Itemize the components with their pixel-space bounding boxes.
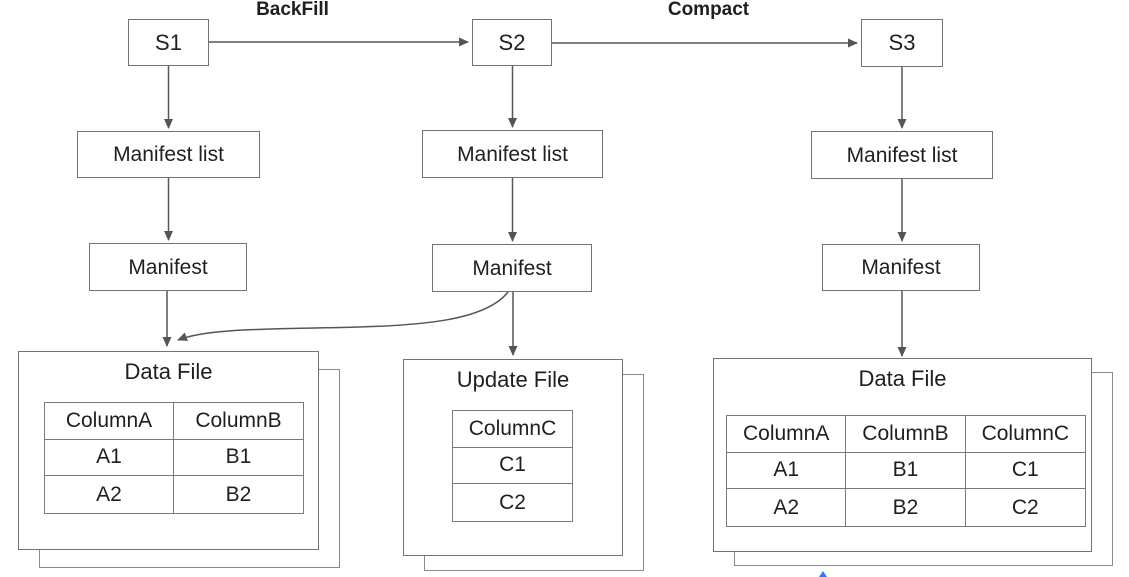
table-cell: A1: [45, 439, 174, 477]
edge-label-compact: Compact: [667, 0, 750, 20]
update-file-table: ColumnC C1 C2: [452, 410, 573, 522]
table-cell: A2: [45, 476, 174, 513]
update-file-card: Update File ColumnC C1 C2: [403, 359, 623, 556]
manifest-list-box-left: Manifest list: [77, 131, 260, 178]
table-cell: C1: [453, 448, 572, 485]
curved-arrow-manifest-middle-to-data-file-left: [177, 291, 509, 341]
edge-label-backfill: BackFill: [256, 0, 329, 20]
snapshot-s2-label: S2: [498, 29, 526, 55]
manifest-list-label: Manifest list: [846, 143, 958, 167]
snapshot-s1-box: S1: [128, 19, 209, 66]
table-header-cell: ColumnA: [727, 416, 847, 453]
table-header-cell: ColumnB: [846, 416, 966, 453]
blue-cursor-artifact-icon: [819, 571, 827, 577]
manifest-list-label: Manifest list: [113, 143, 224, 166]
table-cell: C2: [1011, 495, 1039, 519]
data-file-table-left: ColumnA ColumnB A1 B1 A2 B2: [44, 402, 304, 514]
table-header-cell: ColumnC: [965, 416, 1085, 453]
table-cell: C1: [965, 453, 1085, 490]
file-title: Data File: [124, 359, 213, 384]
manifest-label: Manifest: [472, 256, 552, 280]
snapshot-s3-box: S3: [861, 19, 943, 67]
table-cell: B2: [225, 482, 252, 506]
table-cell: B2: [846, 489, 966, 526]
table-header-cell: ColumnC: [453, 411, 572, 448]
file-title: Update File: [456, 367, 570, 392]
table-cell: B1: [174, 440, 303, 477]
table-header-cell: ColumnA: [45, 403, 174, 440]
table-cell: A1: [727, 452, 847, 490]
manifest-list-label: Manifest list: [457, 142, 568, 166]
snapshot-s1-label: S1: [155, 29, 182, 55]
data-file-table-right: ColumnA ColumnB ColumnC A1 B1 C1 A2 B2 C…: [726, 415, 1086, 527]
table-cell: A2: [727, 489, 847, 526]
manifest-box-middle: Manifest: [432, 244, 592, 292]
table-cell: C2: [499, 490, 526, 514]
manifest-list-box-right: Manifest list: [811, 131, 993, 179]
data-file-card-left: Data File ColumnA ColumnB A1 B1 A2 B2: [18, 351, 319, 550]
snapshot-s3-label: S3: [888, 30, 916, 55]
file-title: Data File: [858, 366, 947, 391]
data-file-card-right: Data File ColumnA ColumnB ColumnC A1 B1 …: [713, 358, 1092, 552]
manifest-label: Manifest: [128, 255, 208, 279]
manifest-label: Manifest: [861, 256, 941, 279]
manifest-list-box-middle: Manifest list: [422, 130, 603, 178]
snapshot-s2-box: S2: [472, 19, 552, 66]
manifest-box-right: Manifest: [822, 244, 980, 291]
manifest-box-left: Manifest: [89, 243, 247, 291]
table-header-cell: ColumnB: [174, 403, 303, 440]
table-cell: B1: [846, 452, 966, 490]
